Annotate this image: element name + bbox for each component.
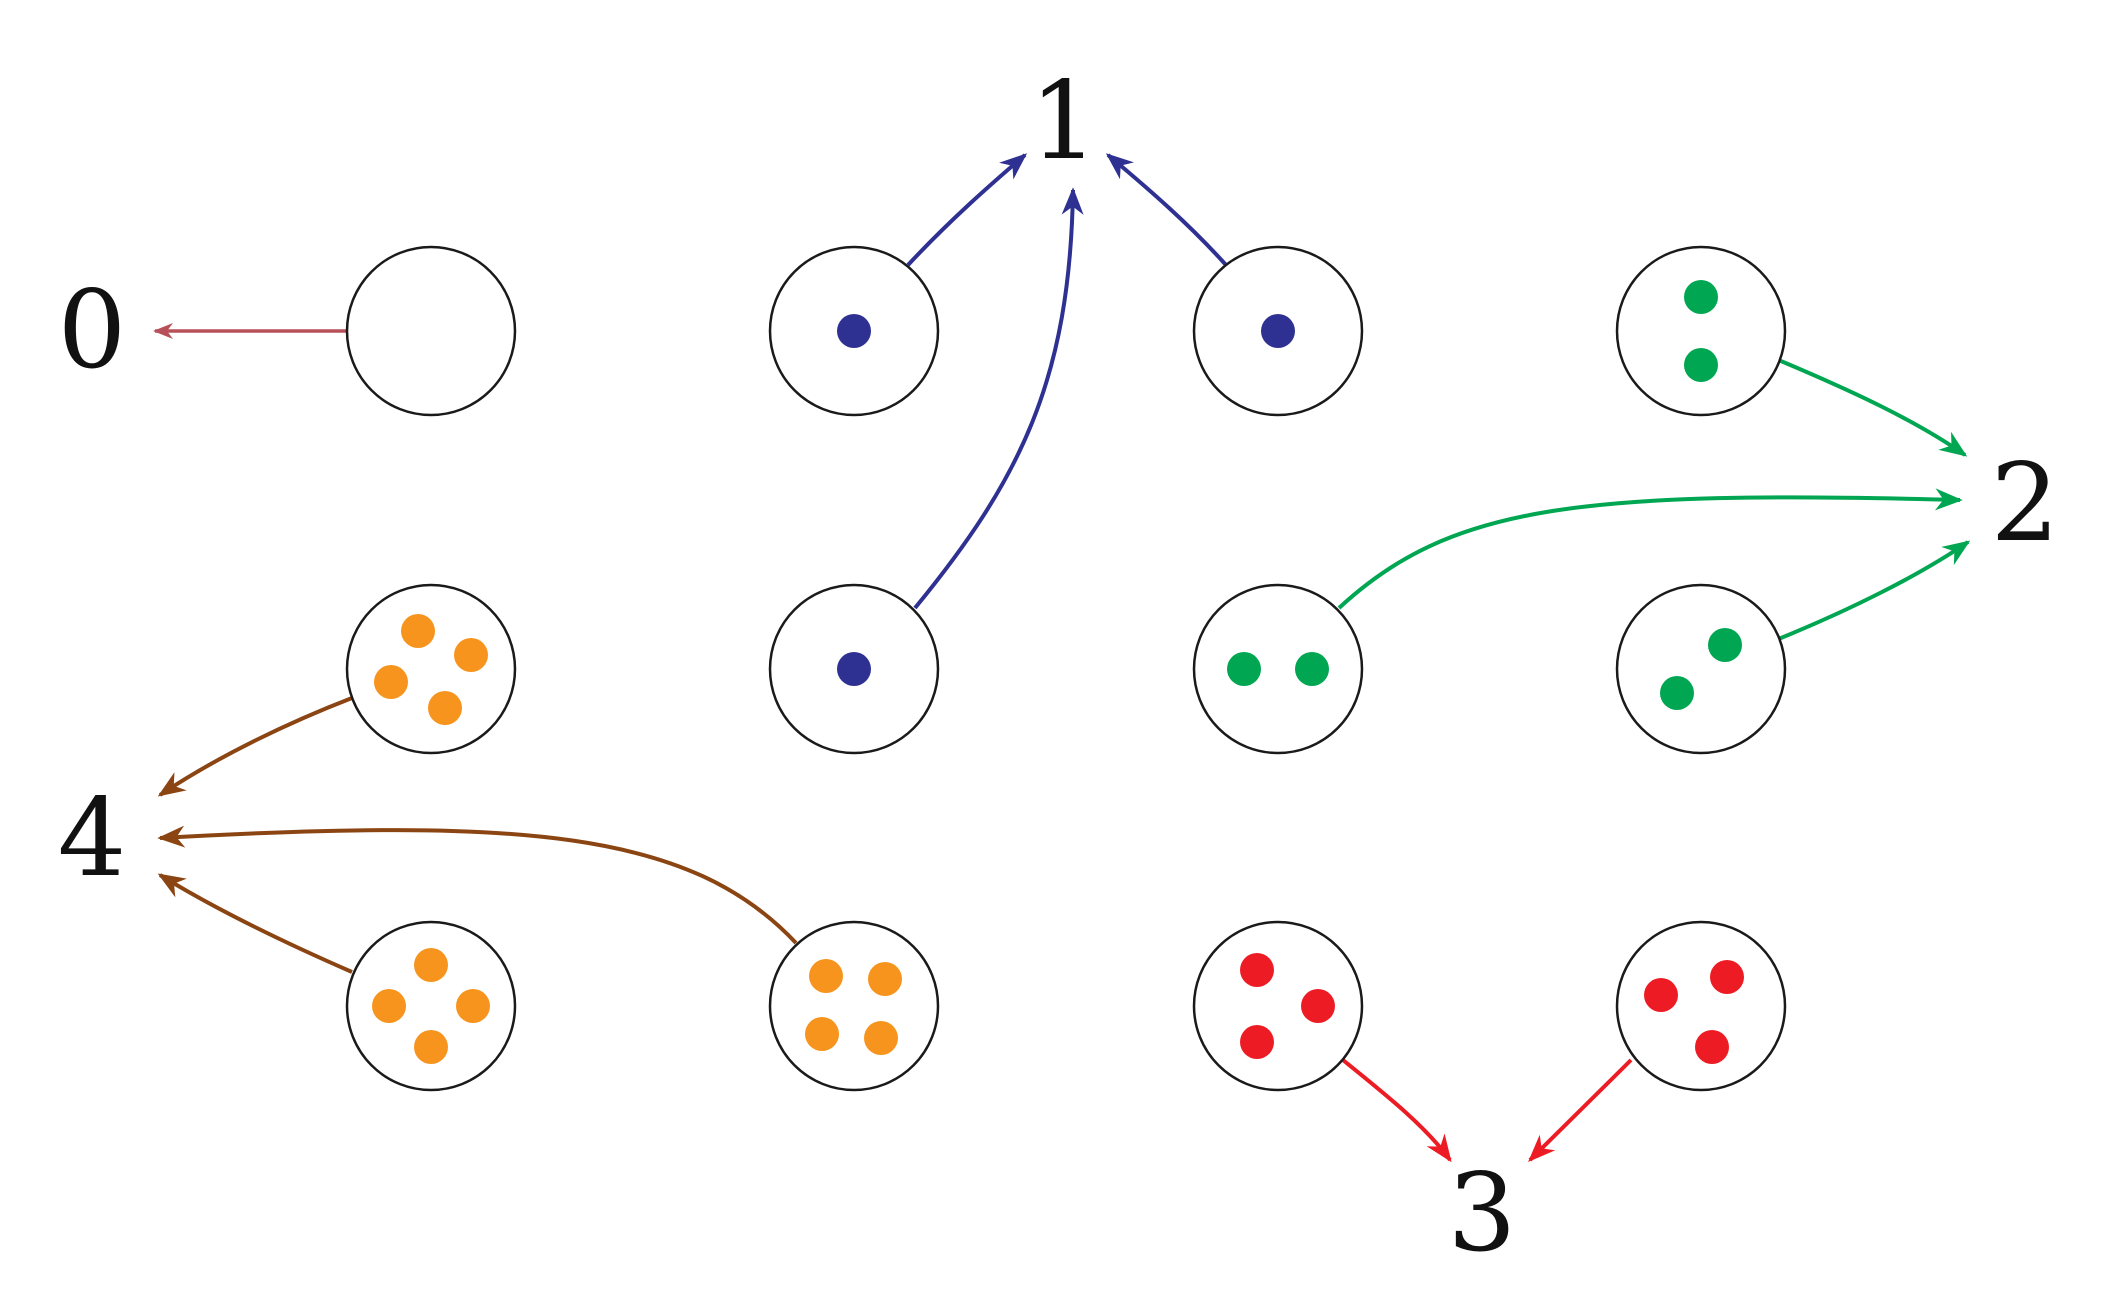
dot xyxy=(414,1030,448,1064)
arrow-r3c1-to-4 xyxy=(157,873,353,974)
dot xyxy=(456,989,490,1023)
circle-r2-c1 xyxy=(345,583,517,755)
arrow-r2c1-to-4 xyxy=(157,696,353,797)
dot xyxy=(1684,280,1718,314)
circle-r2-c2 xyxy=(768,583,940,755)
dot xyxy=(1240,1025,1274,1059)
arrow-r2c3-to-2 xyxy=(1337,488,1963,610)
arrow-r1c3-to-1 xyxy=(1105,153,1228,267)
dot xyxy=(805,1017,839,1051)
circle-r1-c4 xyxy=(1615,245,1787,417)
dot xyxy=(1295,652,1329,686)
dot xyxy=(1301,989,1335,1023)
dot xyxy=(1710,960,1744,994)
circle-r2-c4 xyxy=(1615,583,1787,755)
arrow-r3c4-to-3 xyxy=(1528,1058,1633,1162)
dot xyxy=(1660,676,1694,710)
circle-r1-c2 xyxy=(768,245,940,417)
dot xyxy=(372,989,406,1023)
dot xyxy=(868,962,902,996)
target-labels: 0 1 2 3 4 xyxy=(58,59,2060,1276)
circle-r1-c1 xyxy=(345,245,517,417)
dot xyxy=(1695,1030,1729,1064)
dot xyxy=(837,314,871,348)
circle-r2-c3 xyxy=(1192,583,1364,755)
arrow-r3c3-to-3 xyxy=(1336,1054,1452,1163)
dot xyxy=(1708,628,1742,662)
dot xyxy=(1227,652,1261,686)
arrows xyxy=(153,153,1971,1163)
circle-r3-c3 xyxy=(1192,920,1364,1092)
arrow-r1c4-to-2 xyxy=(1775,357,1968,457)
dot xyxy=(837,652,871,686)
dot xyxy=(1644,978,1678,1012)
dot xyxy=(809,959,843,993)
circle-r3-c4 xyxy=(1615,920,1787,1092)
arrow-r2c4-to-2 xyxy=(1775,540,1971,642)
label-3: 3 xyxy=(1448,1151,1517,1276)
dot xyxy=(864,1021,898,1055)
dot xyxy=(1261,314,1295,348)
label-4: 4 xyxy=(58,776,127,901)
dot xyxy=(1684,348,1718,382)
label-2: 2 xyxy=(1991,441,2060,566)
dot xyxy=(1240,953,1274,987)
dot xyxy=(401,614,435,648)
arrow-r3c2-to-4 xyxy=(157,825,798,945)
label-0: 0 xyxy=(58,268,127,393)
dot xyxy=(428,691,462,725)
arrow-r1c2-to-1 xyxy=(906,153,1028,267)
circle-r3-c2 xyxy=(768,920,940,1092)
label-1: 1 xyxy=(1030,59,1099,184)
dot xyxy=(454,638,488,672)
dot xyxy=(374,665,408,699)
arrow-r2c2-to-1 xyxy=(913,187,1084,610)
dot xyxy=(414,948,448,982)
circle-r3-c1 xyxy=(345,920,517,1092)
circle-r1-c3 xyxy=(1192,245,1364,417)
